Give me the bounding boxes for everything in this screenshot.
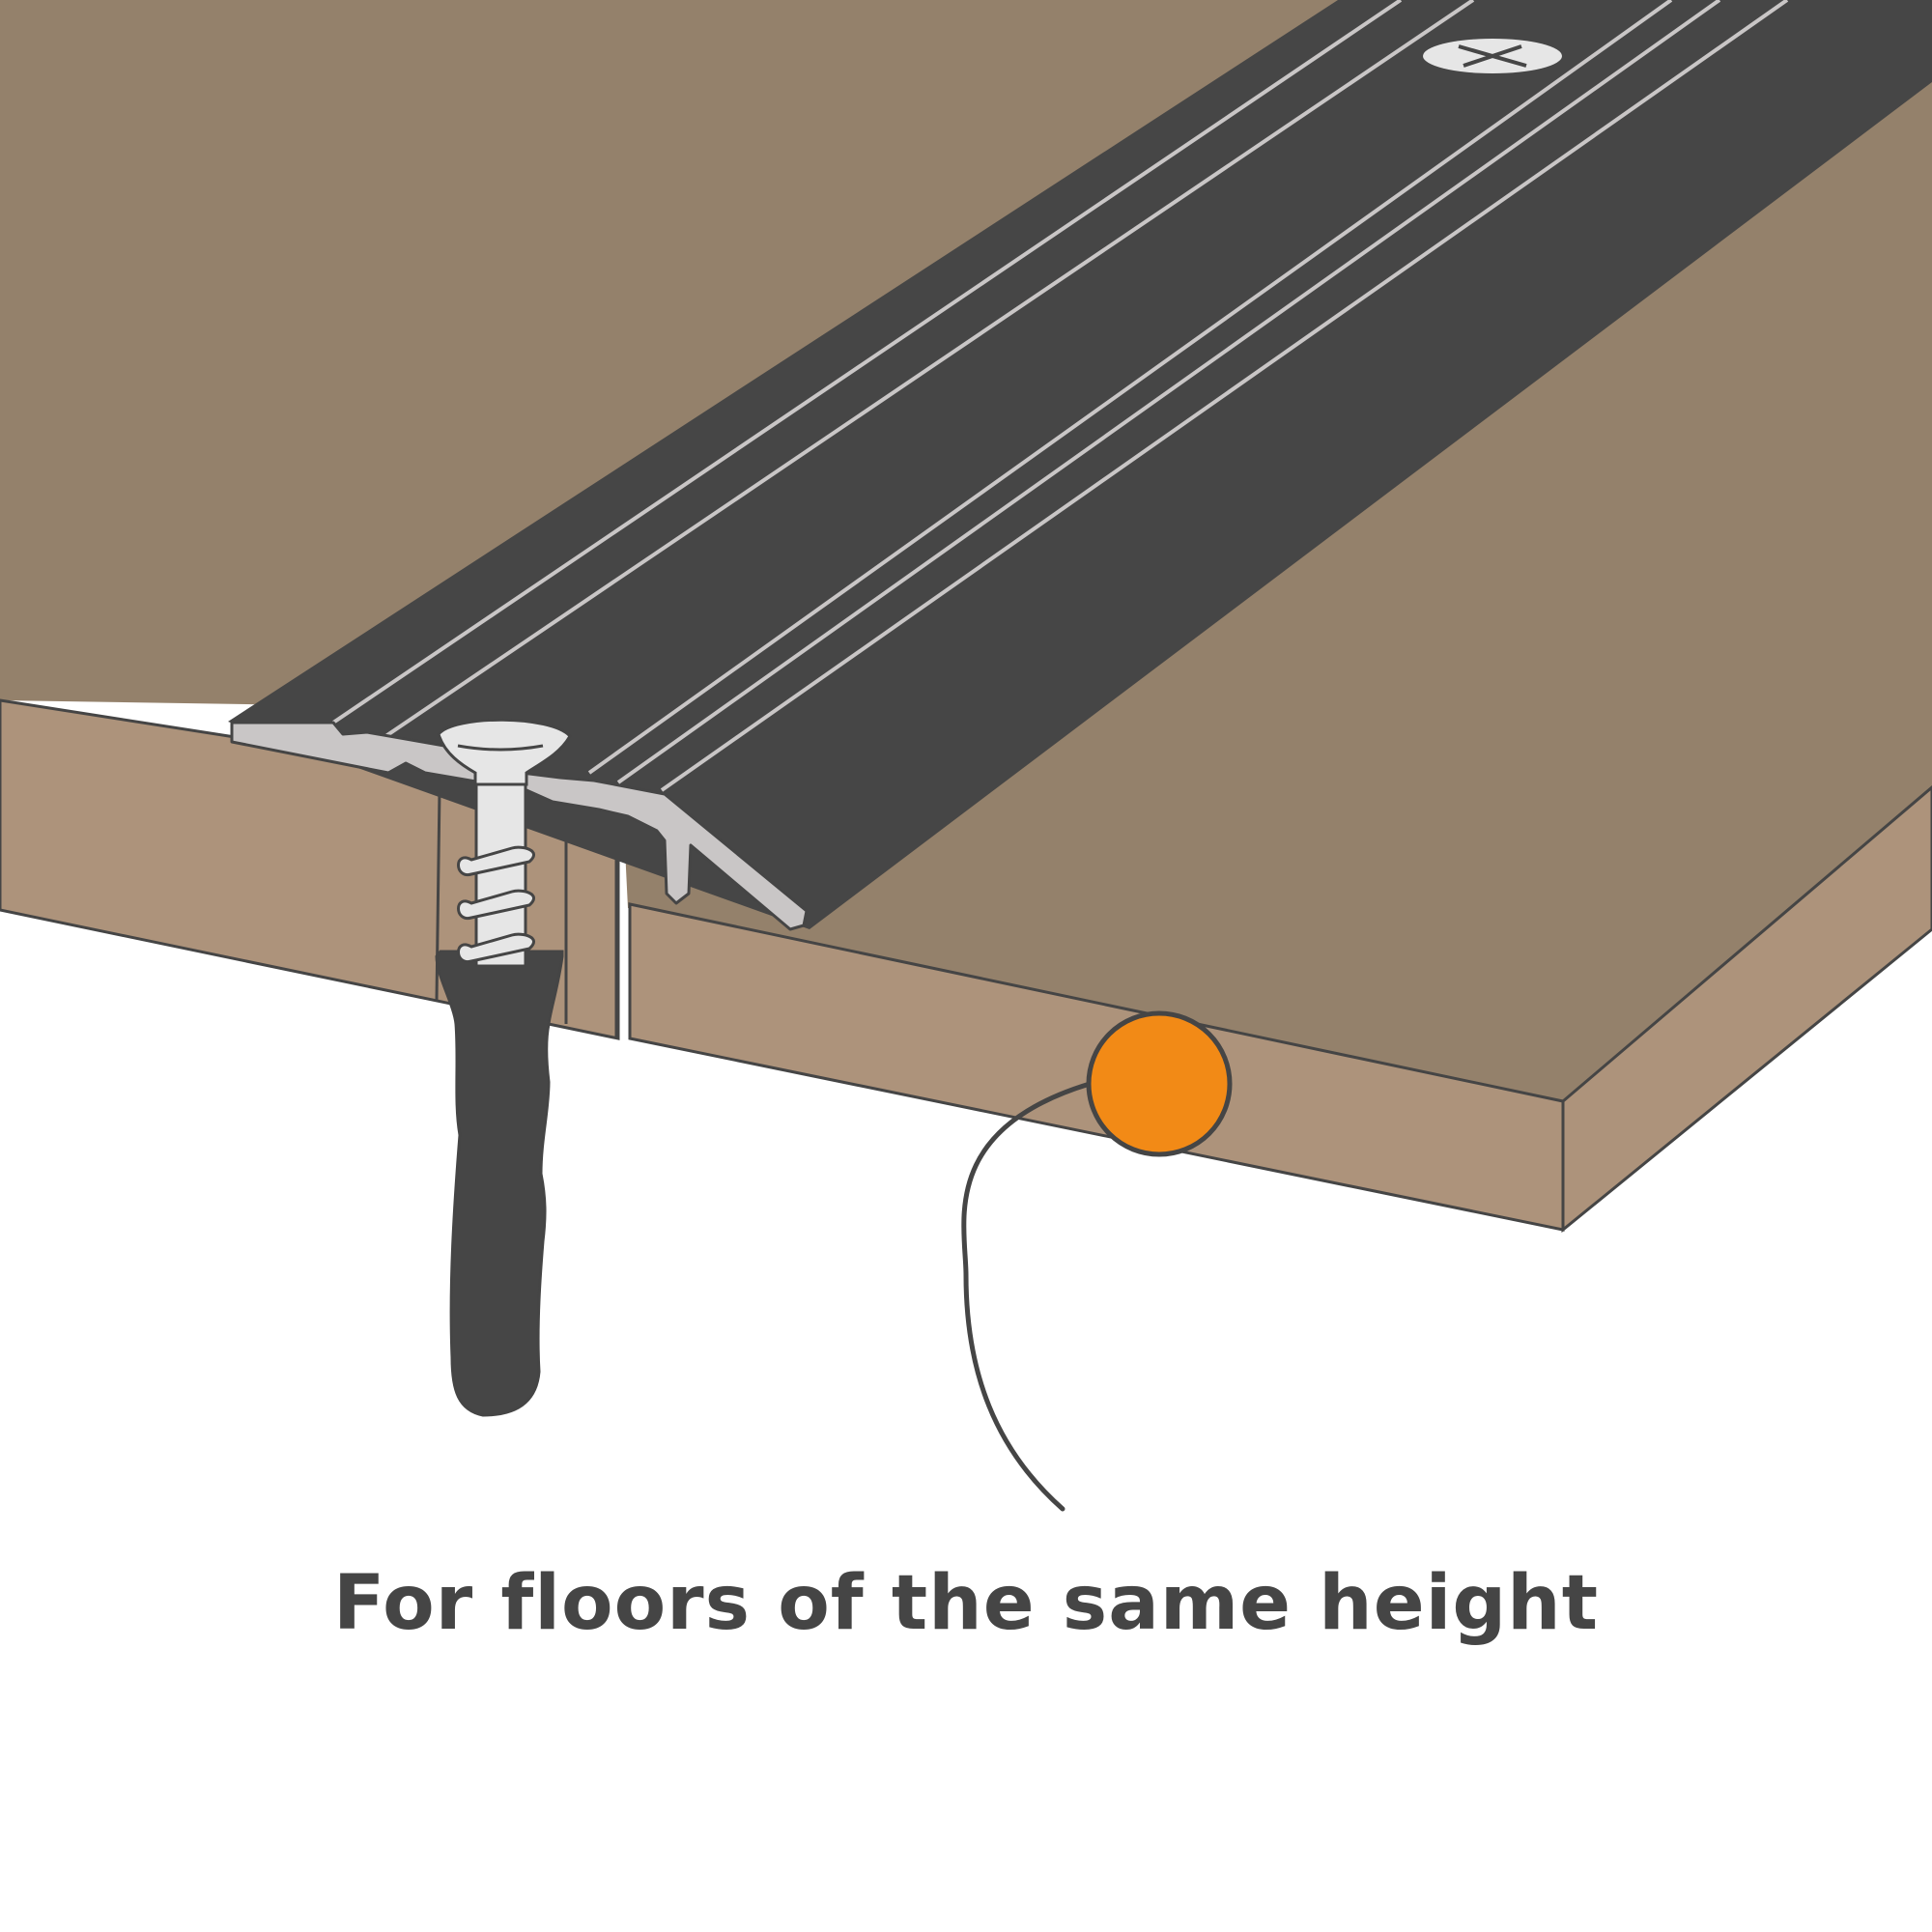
profile-top [228, 0, 1932, 929]
indicator-line [961, 1081, 1093, 1512]
caption: For floors of the same height [333, 1560, 1599, 1647]
screw-icon [437, 718, 572, 968]
left-floor-top [0, 0, 1362, 710]
indicator-dot-icon [1086, 1010, 1233, 1157]
surface-screw-icon [1423, 39, 1562, 73]
right-floor-side [1561, 785, 1932, 1234]
profile-grooves [331, 0, 1789, 792]
wall-plug-icon [435, 950, 564, 1417]
